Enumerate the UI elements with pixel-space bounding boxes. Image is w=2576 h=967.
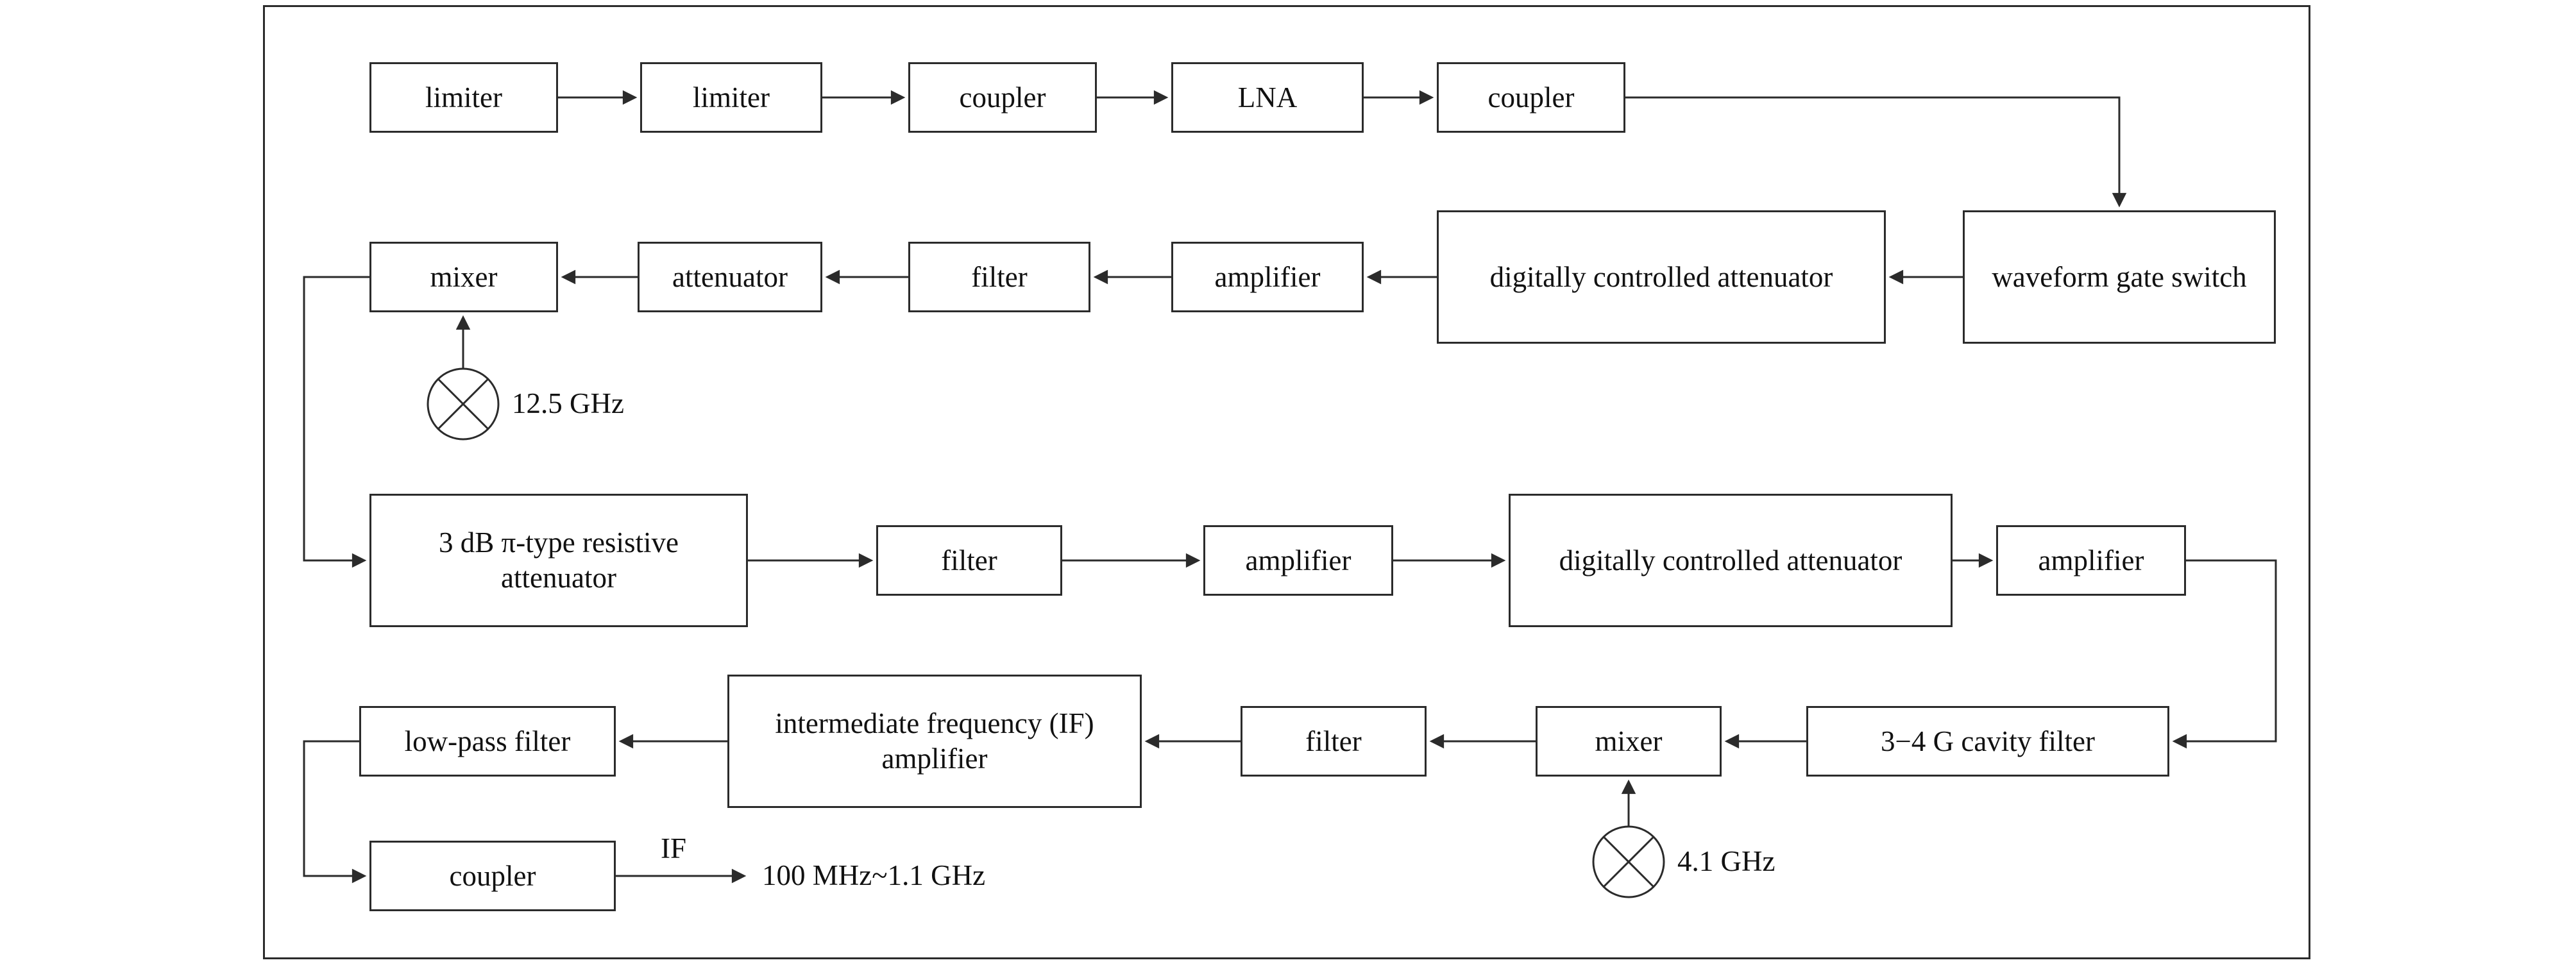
if-output-label: IF — [661, 832, 687, 864]
output-frequency-range: 100 MHz~1.1 GHz — [762, 859, 986, 891]
node-filter-2: filter — [876, 525, 1062, 596]
node-coupler-2: coupler — [1437, 62, 1625, 133]
node-coupler-3: coupler — [369, 841, 616, 911]
node-digital-attenuator-1: digitally controlled attenuator — [1437, 210, 1886, 344]
node-filter-1: filter — [908, 242, 1090, 312]
diagram-border — [263, 5, 2310, 959]
node-amplifier-1: amplifier — [1171, 242, 1364, 312]
node-digital-attenuator-2: digitally controlled attenuator — [1509, 494, 1953, 627]
lo2-frequency-label: 4.1 GHz — [1677, 845, 1775, 877]
node-coupler-1: coupler — [908, 62, 1097, 133]
node-lowpass-filter: low-pass filter — [359, 706, 616, 777]
node-limiter-1: limiter — [369, 62, 558, 133]
node-if-amplifier: intermediate frequency (IF) amplifier — [727, 675, 1142, 808]
node-amplifier-2: amplifier — [1203, 525, 1393, 596]
node-pi-attenuator: 3 dB π-type resistive attenuator — [369, 494, 748, 627]
node-amplifier-3: amplifier — [1996, 525, 2186, 596]
node-waveform-gate-switch: waveform gate switch — [1963, 210, 2276, 344]
node-limiter-2: limiter — [640, 62, 822, 133]
node-filter-3: filter — [1241, 706, 1427, 777]
node-attenuator: attenuator — [638, 242, 822, 312]
node-mixer-2: mixer — [1536, 706, 1722, 777]
node-mixer-1: mixer — [369, 242, 558, 312]
node-cavity-filter: 3−4 G cavity filter — [1806, 706, 2169, 777]
lo1-frequency-label: 12.5 GHz — [512, 387, 624, 419]
node-lna: LNA — [1171, 62, 1364, 133]
